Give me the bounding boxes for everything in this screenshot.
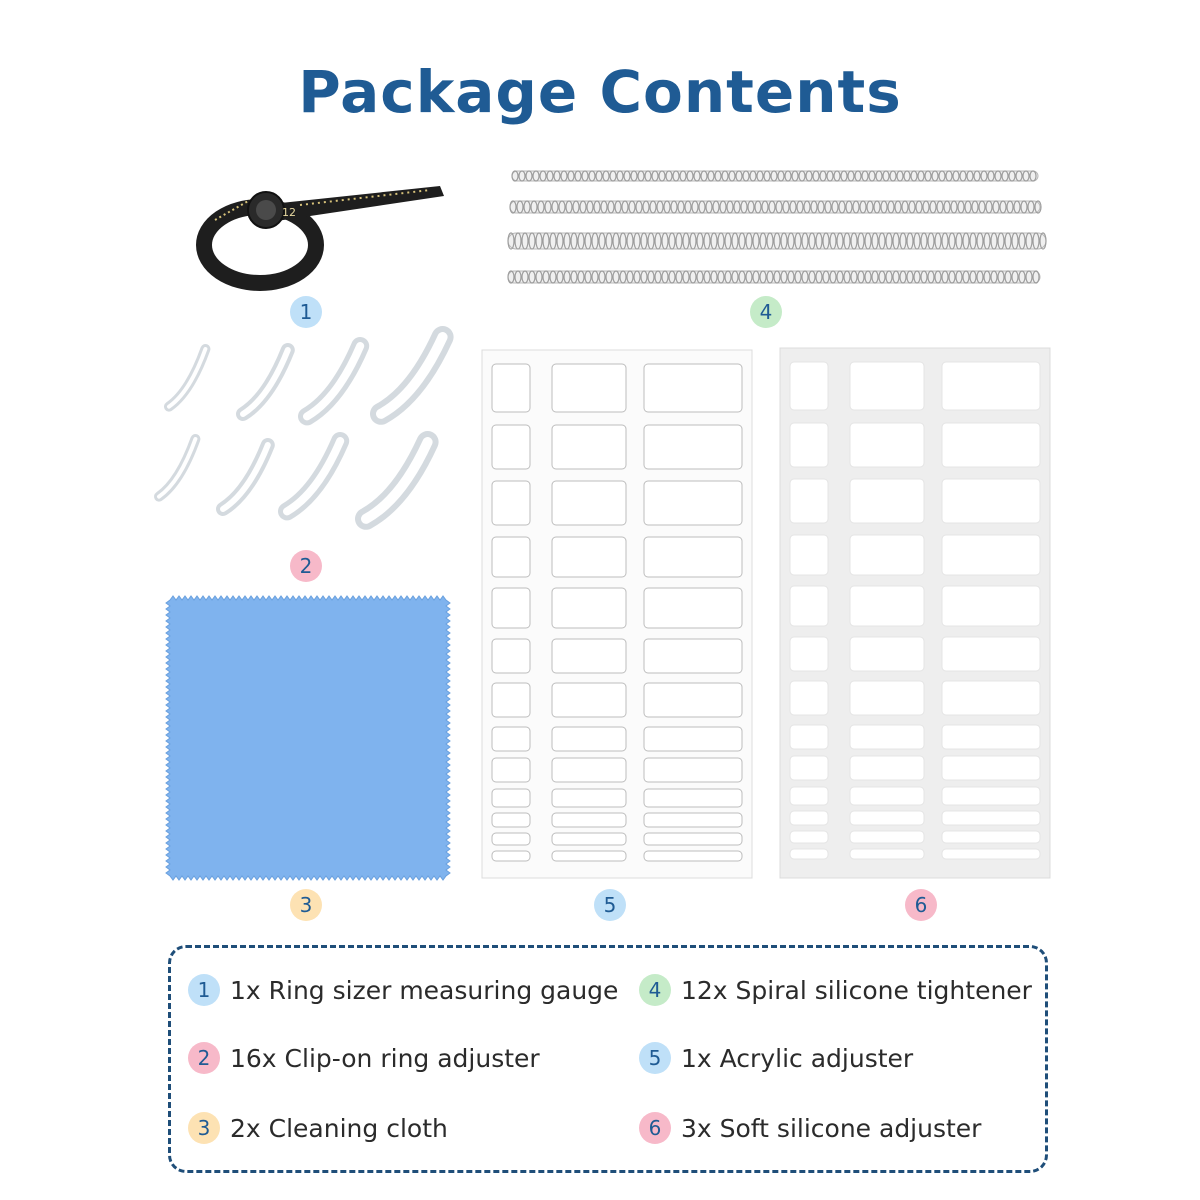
item-number-badge: 1 [290,296,322,328]
legend-item: 4 12x Spiral silicone tightener [639,970,1032,1010]
legend-item: 5 1x Acrylic adjuster [639,1038,913,1078]
item-number-badge: 6 [905,889,937,921]
clip-on-adjusters-image [154,326,454,530]
legend-item: 1 1x Ring sizer measuring gauge [188,970,618,1010]
legend-item: 2 16x Clip-on ring adjuster [188,1038,540,1078]
cleaning-cloth-image [165,595,451,881]
legend-number-badge: 2 [188,1042,220,1074]
item-number-badge: 5 [594,889,626,921]
legend-label: 12x Spiral silicone tightener [681,975,1032,1005]
legend-item: 6 3x Soft silicone adjuster [639,1108,981,1148]
sizer-number-label: 12 [282,206,296,219]
legend-label: 1x Acrylic adjuster [681,1043,914,1073]
legend-item: 3 2x Cleaning cloth [188,1108,448,1148]
legend-number-badge: 6 [639,1112,671,1144]
legend-label: 2x Cleaning cloth [230,1113,448,1143]
contents-legend: 1 1x Ring sizer measuring gauge 2 16x Cl… [168,945,1048,1173]
legend-number-badge: 4 [639,974,671,1006]
silicone-adjuster-image [779,347,1051,879]
legend-label: 16x Clip-on ring adjuster [230,1043,540,1073]
page-title: Package Contents [298,58,902,126]
legend-number-badge: 5 [639,1042,671,1074]
spiral-tighteners-image [507,170,1047,284]
legend-number-badge: 3 [188,1112,220,1144]
legend-number-badge: 1 [188,974,220,1006]
legend-label: 3x Soft silicone adjuster [681,1113,982,1143]
item-number-badge: 4 [750,296,782,328]
legend-label: 1x Ring sizer measuring gauge [230,975,619,1005]
ring-sizer-image: 12 [196,186,444,291]
item-number-badge: 2 [290,550,322,582]
acrylic-adjuster-image [481,349,753,879]
item-number-badge: 3 [290,889,322,921]
